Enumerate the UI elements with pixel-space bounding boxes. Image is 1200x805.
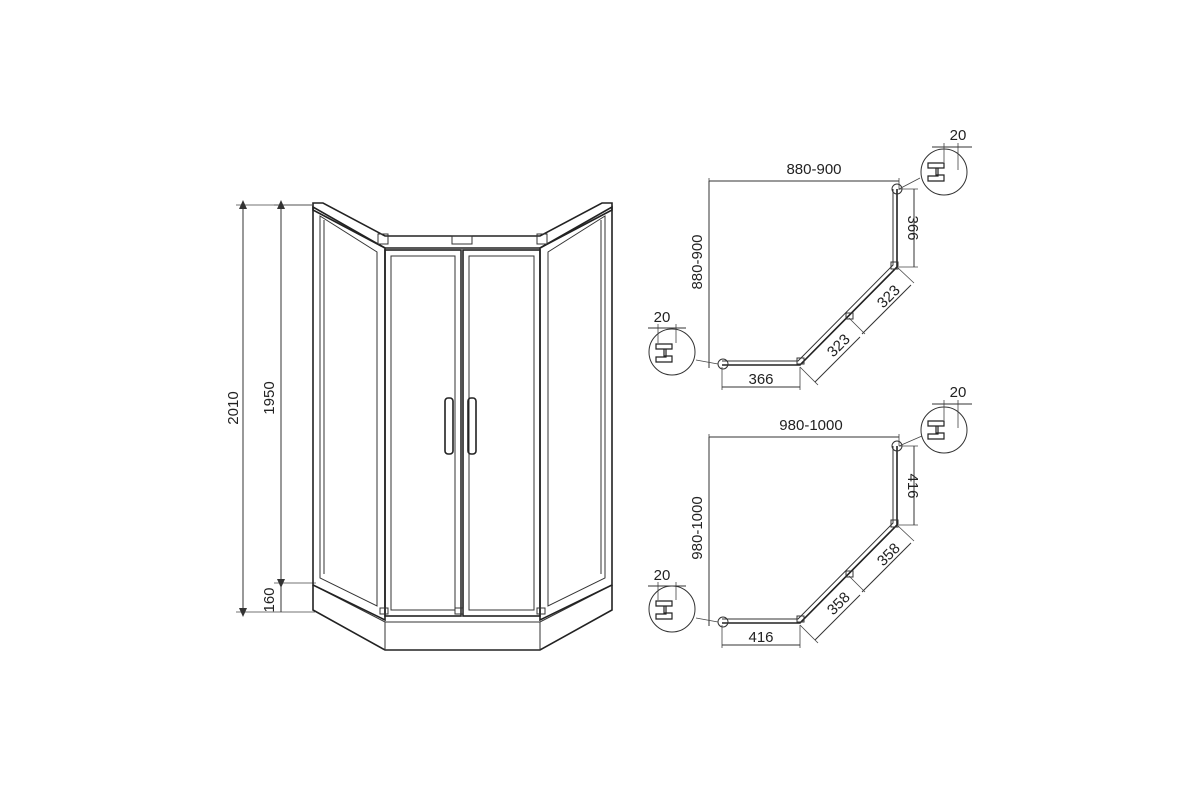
sliding-door-left <box>384 249 462 617</box>
label-height-tray: 160 <box>261 587 278 612</box>
shower-tray <box>312 585 613 651</box>
small-side-bottom-label: 366 <box>748 371 773 388</box>
right-side-panel <box>539 205 613 622</box>
door-handle-left <box>444 397 454 455</box>
left-side-panel <box>312 205 386 622</box>
small-profile-detail-left: 20 <box>648 309 719 376</box>
large-depth-label: 980-1000 <box>689 496 706 559</box>
plan-large: 980-1000 980-1000 416 416 358 358 <box>648 384 972 648</box>
plan-small: 880-900 880-900 366 366 323 323 <box>648 127 972 390</box>
top-rail <box>312 202 613 249</box>
label-height-glass: 1950 <box>261 381 278 414</box>
small-enclosure-outline <box>722 189 898 366</box>
front-view: 2010 1950 160 <box>225 200 613 651</box>
large-side-right-label: 416 <box>904 473 921 498</box>
door-handle-right <box>467 397 477 455</box>
small-side-right-label: 366 <box>904 215 921 240</box>
dim-glass-height: 1950 160 <box>261 200 316 613</box>
large-enclosure-outline <box>722 446 898 624</box>
small-profile-left-label: 20 <box>654 309 671 326</box>
small-depth-label: 880-900 <box>689 234 706 289</box>
small-profile-top-label: 20 <box>950 127 967 144</box>
large-profile-detail-top: 20 <box>898 384 972 454</box>
dim-total-height: 2010 <box>225 200 315 617</box>
sliding-door-right <box>462 249 541 617</box>
large-profile-detail-left: 20 <box>648 567 719 633</box>
small-width-label: 880-900 <box>786 161 841 178</box>
label-height-total: 2010 <box>225 391 242 424</box>
large-profile-left-label: 20 <box>654 567 671 584</box>
small-profile-detail-top: 20 <box>898 127 972 196</box>
large-width-label: 980-1000 <box>779 417 842 434</box>
large-side-bottom-label: 416 <box>748 629 773 646</box>
large-profile-top-label: 20 <box>950 384 967 401</box>
